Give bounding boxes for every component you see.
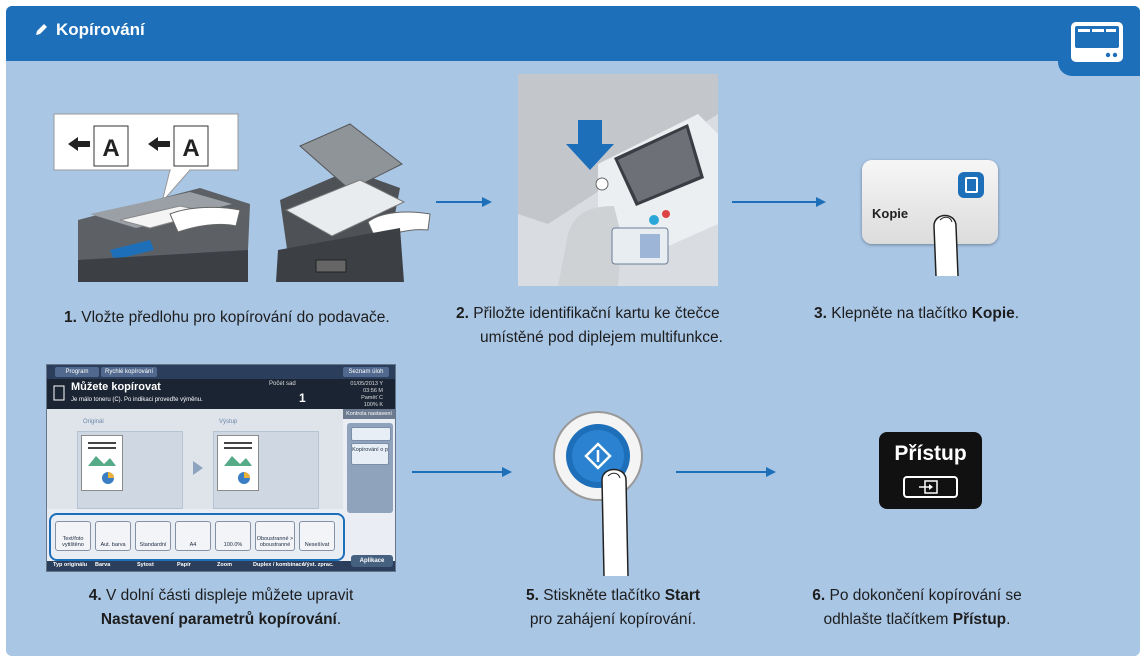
step-5-caption: 5. Stiskněte tlačítko Start pro zahájení… <box>525 587 701 628</box>
status-info: 01/05/2013 Y 03:56 M Paměť C 100% K <box>350 381 383 408</box>
original-page-icon <box>81 435 123 491</box>
output-page-icon <box>217 435 259 491</box>
finger-icon <box>601 468 629 576</box>
display-tab-bar: Program Rychlé kopírování Seznam úloh <box>47 365 395 379</box>
pristup-button[interactable]: Přístup <box>879 432 982 509</box>
tab-job-list[interactable]: Seznam úloh <box>343 367 389 377</box>
step-4-caption: 4. V dolní části displeje můžete upravit… <box>88 587 354 628</box>
start-icon <box>584 442 612 470</box>
document-icon[interactable] <box>351 427 391 441</box>
finger-icon <box>933 214 959 276</box>
arrow-right-icon <box>676 467 776 477</box>
copy-icon <box>958 172 984 198</box>
display-header: Můžete kopírovat Je málo toneru (C). Po … <box>47 379 395 409</box>
arrow-right-icon <box>436 197 492 207</box>
doc-letter: A <box>102 135 119 162</box>
page-title: Kopírování <box>34 20 145 40</box>
original-label: Originál <box>83 419 104 425</box>
step-1-caption: 1. Vložte předlohu pro kopírování do pod… <box>64 309 390 326</box>
arrow-right-icon <box>732 197 826 207</box>
zoom-key[interactable]: 100.0% <box>215 521 251 551</box>
step-2-caption: 2. Přiložte identifikační kartu ke čtečc… <box>456 305 723 346</box>
finishing-key[interactable]: Nesešívat <box>299 521 335 551</box>
step-6-caption: 6. Po dokončení kopírování se odhlašte t… <box>812 587 1022 628</box>
display-subtitle: Je málo toneru (C). Po indikaci proveďte… <box>71 397 203 403</box>
arrow-right-icon <box>412 467 512 477</box>
duplex-key[interactable]: Oboustranné > oboustranné <box>255 521 295 551</box>
card-reader-illustration <box>518 74 718 286</box>
arrow-right-icon <box>193 461 203 475</box>
adf-scanner-illustration: A A <box>53 113 431 282</box>
output-label: Výstup <box>219 419 238 425</box>
preview-area: Originál Výstup <box>47 409 343 509</box>
check-settings-button[interactable]: Kontrola nastavení <box>343 409 395 419</box>
page-title-text: Kopírování <box>56 20 145 39</box>
tab-program[interactable]: Program <box>55 367 99 377</box>
kopie-button-label: Kopie <box>872 206 909 221</box>
tab-quick-copy[interactable]: Rychlé kopírování <box>101 367 157 377</box>
density-key[interactable]: Standardní <box>135 521 171 551</box>
settings-footer: Typ originálu Barva Sytost Papír Zoom Du… <box>47 561 395 571</box>
document-icon <box>53 385 65 401</box>
start-button-illustration <box>553 411 643 576</box>
access-key-icon <box>903 476 958 498</box>
step-3-caption: 3. Klepněte na tlačítko Kopie. <box>814 305 1020 322</box>
apply-button[interactable]: Aplikace <box>351 555 393 567</box>
device-panel-icon <box>1071 22 1123 62</box>
copy-count-value[interactable]: 1 <box>299 391 306 405</box>
doc-letter: A <box>182 135 199 162</box>
pencil-icon <box>36 24 47 35</box>
kopie-button[interactable]: Kopie <box>862 160 998 276</box>
control-panel-display: Program Rychlé kopírování Seznam úloh Mů… <box>46 364 396 572</box>
paper-key[interactable]: A4 <box>175 521 211 551</box>
display-title: Můžete kopírovat <box>71 381 161 393</box>
original-type-key[interactable]: Text/foto vytištěno <box>55 521 91 551</box>
title-bar <box>6 6 1140 61</box>
color-key[interactable]: Aut. barva <box>95 521 131 551</box>
copy-settings-bar: Text/foto vytištěno Aut. barva Standardn… <box>49 513 345 561</box>
copy-options-button[interactable]: Kopírování o p <box>351 443 389 465</box>
pristup-button-label: Přístup <box>894 442 967 465</box>
side-panel: Kopírování o p <box>347 423 393 513</box>
copy-count-label: Počet sad <box>269 381 296 387</box>
